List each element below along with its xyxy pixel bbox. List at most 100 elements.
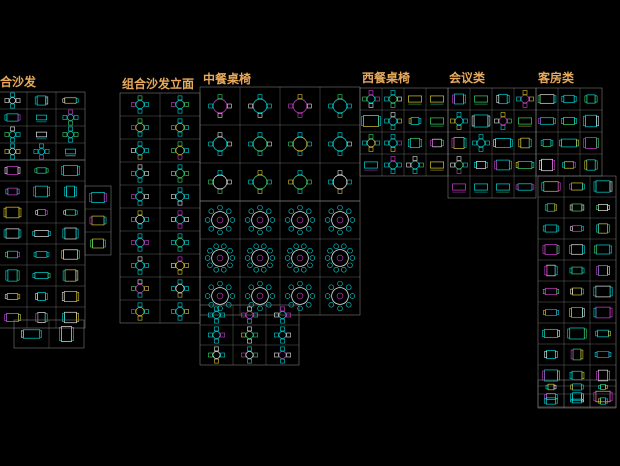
combo-sofa-elevation-chair xyxy=(184,171,189,176)
guest-room-top-furniture-block xyxy=(586,159,596,171)
guest-room-top-armrest xyxy=(584,160,588,170)
combo-sofa-elevation-chair xyxy=(131,286,136,291)
chinese-dining-small-chair xyxy=(217,94,223,99)
combo-sofa-top-elevation-block xyxy=(36,131,47,138)
chinese-dining-small-table-circle xyxy=(292,174,308,190)
chinese-dining-round-lazy-susan xyxy=(256,216,264,224)
combo-sofa-side-furniture-block xyxy=(92,238,104,249)
chinese-dining-square-chair xyxy=(280,338,285,344)
chinese-dining-round-lazy-susan xyxy=(216,254,224,262)
conference-chair xyxy=(500,112,506,117)
section-label-western-dining: 西餐桌椅 xyxy=(362,71,411,85)
chinese-dining-round-seat xyxy=(261,243,267,249)
chinese-dining-small-chair xyxy=(297,170,303,175)
combo-sofa-mid-furniture-block xyxy=(37,312,46,323)
chinese-dining-small-chair xyxy=(257,151,263,156)
chinese-dining-small-chair xyxy=(257,170,263,175)
combo-sofa-mid-furniture-block xyxy=(63,249,78,260)
combo-sofa-elevation-table-circle xyxy=(135,192,145,201)
chinese-dining-round-seat xyxy=(297,280,303,287)
chinese-dining-round-seat xyxy=(341,267,347,273)
chinese-dining-round-seat xyxy=(328,226,334,232)
chinese-dining-round-seat xyxy=(349,217,356,223)
combo-sofa-elevation-chair xyxy=(144,194,149,199)
combo-sofa-mid-furniture-block xyxy=(37,209,46,216)
combo-sofa-mid-armrest xyxy=(3,207,7,218)
conference-armrest xyxy=(452,94,455,104)
western-dining-chair xyxy=(397,96,402,102)
conference-armrest xyxy=(485,162,488,168)
chinese-dining-round-seat xyxy=(288,226,294,232)
guest-room-top-armrest xyxy=(539,159,542,171)
chinese-dining-square-chair xyxy=(208,312,213,318)
chinese-dining-square-blocks xyxy=(208,306,291,364)
western-dining-chair xyxy=(390,169,396,174)
chinese-dining-round-seat xyxy=(327,248,333,254)
combo-sofa-mid-furniture-block xyxy=(64,269,77,282)
guest-room-main-furniture-block xyxy=(546,393,556,400)
chinese-dining-square-table-circle xyxy=(245,311,254,319)
chinese-dining-round-seat xyxy=(306,284,312,290)
guest-room-main-armrest xyxy=(569,226,573,231)
combo-sofa-elevation-chair xyxy=(137,131,143,137)
chinese-dining-round-seat xyxy=(257,280,263,287)
combo-sofa-elevation-chair xyxy=(144,125,149,130)
combo-sofa-elevation-chair xyxy=(171,125,176,130)
chinese-dining-square-chair xyxy=(253,332,258,338)
guest-room-main-armrest xyxy=(583,328,587,339)
combo-sofa-bottom-armrest xyxy=(39,330,43,338)
conference-chair xyxy=(494,118,499,124)
combo-sofa-elevation-chair xyxy=(144,217,149,222)
chinese-dining-round-seat xyxy=(293,267,299,273)
combo-sofa-elevation-chair xyxy=(184,102,189,107)
guest-room-top-armrest xyxy=(550,140,554,146)
chinese-dining-round-seat xyxy=(226,208,232,214)
guest-room-main-furniture-block xyxy=(598,204,608,211)
chinese-dining-small-chair xyxy=(297,151,303,156)
chinese-dining-round-seat xyxy=(204,293,211,299)
combo-sofa-mid-armrest xyxy=(45,210,48,215)
guest-room-main-furniture-block xyxy=(544,287,558,296)
combo-sofa-mid-furniture-block xyxy=(63,165,78,176)
guest-room-top-furniture-block xyxy=(563,117,575,125)
combo-sofa-top-chair xyxy=(15,149,21,154)
chinese-dining-round-seat xyxy=(269,217,276,223)
western-dining-table-circle xyxy=(388,160,398,170)
guest-room-top-armrest xyxy=(552,159,555,171)
conference-armrest xyxy=(451,138,455,148)
combo-sofa-elevation-chair xyxy=(171,171,176,176)
combo-sofa-top-table-circle xyxy=(67,131,74,138)
combo-sofa-elevation-chair xyxy=(131,125,136,130)
chinese-dining-small-chair xyxy=(337,151,343,156)
combo-sofa-elevation-chair xyxy=(131,194,136,199)
chinese-dining-small-table-circle xyxy=(212,136,228,152)
conference-furniture-block xyxy=(496,159,510,171)
combo-sofa-top-armrest xyxy=(62,98,66,103)
western-dining-chair xyxy=(368,90,374,95)
conference-chair xyxy=(463,162,468,168)
chinese-dining-small-chair xyxy=(328,103,333,109)
guest-room-bottom-armrest xyxy=(570,399,573,403)
combo-sofa-side-armrest xyxy=(90,239,93,248)
guest-room-main-armrest xyxy=(541,182,545,191)
combo-sofa-mid-furniture-block xyxy=(5,206,20,219)
western-dining-chair xyxy=(384,162,389,168)
guest-room-top-armrest xyxy=(561,95,565,103)
combo-sofa-bottom-furniture-block xyxy=(22,329,41,339)
chinese-dining-square-chair xyxy=(253,312,258,318)
combo-sofa-side-grid xyxy=(84,185,112,256)
western-dining-chair xyxy=(375,96,380,102)
conference-elevation-block xyxy=(518,117,532,125)
guest-room-main-furniture-block xyxy=(597,329,609,338)
chinese-dining-small-chair xyxy=(217,170,223,175)
guest-room-top-furniture-block xyxy=(586,94,596,104)
western-dining-table-circle xyxy=(388,138,398,148)
combo-sofa-top-chair xyxy=(15,98,21,103)
combo-sofa-elevation-chair xyxy=(177,108,183,114)
chinese-dining-small-table-circle xyxy=(212,98,228,114)
chinese-dining-round-seat xyxy=(253,267,259,273)
western-dining-furniture-block xyxy=(363,115,379,127)
conference-furniture-block xyxy=(495,138,511,148)
combo-sofa-top-chair xyxy=(39,154,44,160)
